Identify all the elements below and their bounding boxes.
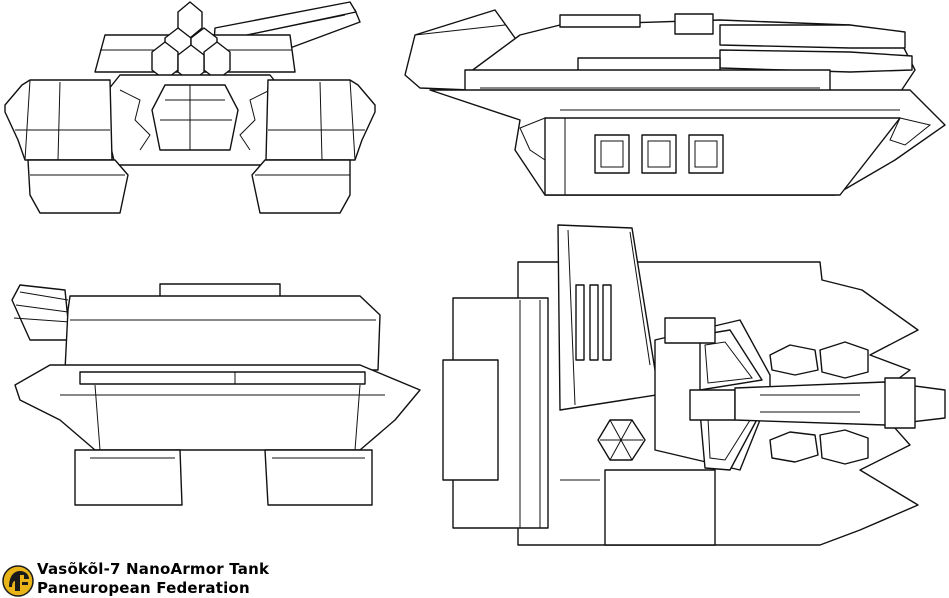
faction-name: Paneuropean Federation — [37, 579, 250, 597]
front-view — [4, 1, 376, 214]
rear-view — [11, 283, 421, 506]
side-view — [404, 9, 946, 196]
tank-title: Vasõkõl-7 NanoArmor Tank — [37, 560, 270, 578]
top-view — [442, 224, 946, 546]
caption-block: Vasõkõl-7 NanoArmor Tank Paneuropean Fed… — [37, 560, 269, 598]
faction-logo-icon — [2, 565, 34, 597]
